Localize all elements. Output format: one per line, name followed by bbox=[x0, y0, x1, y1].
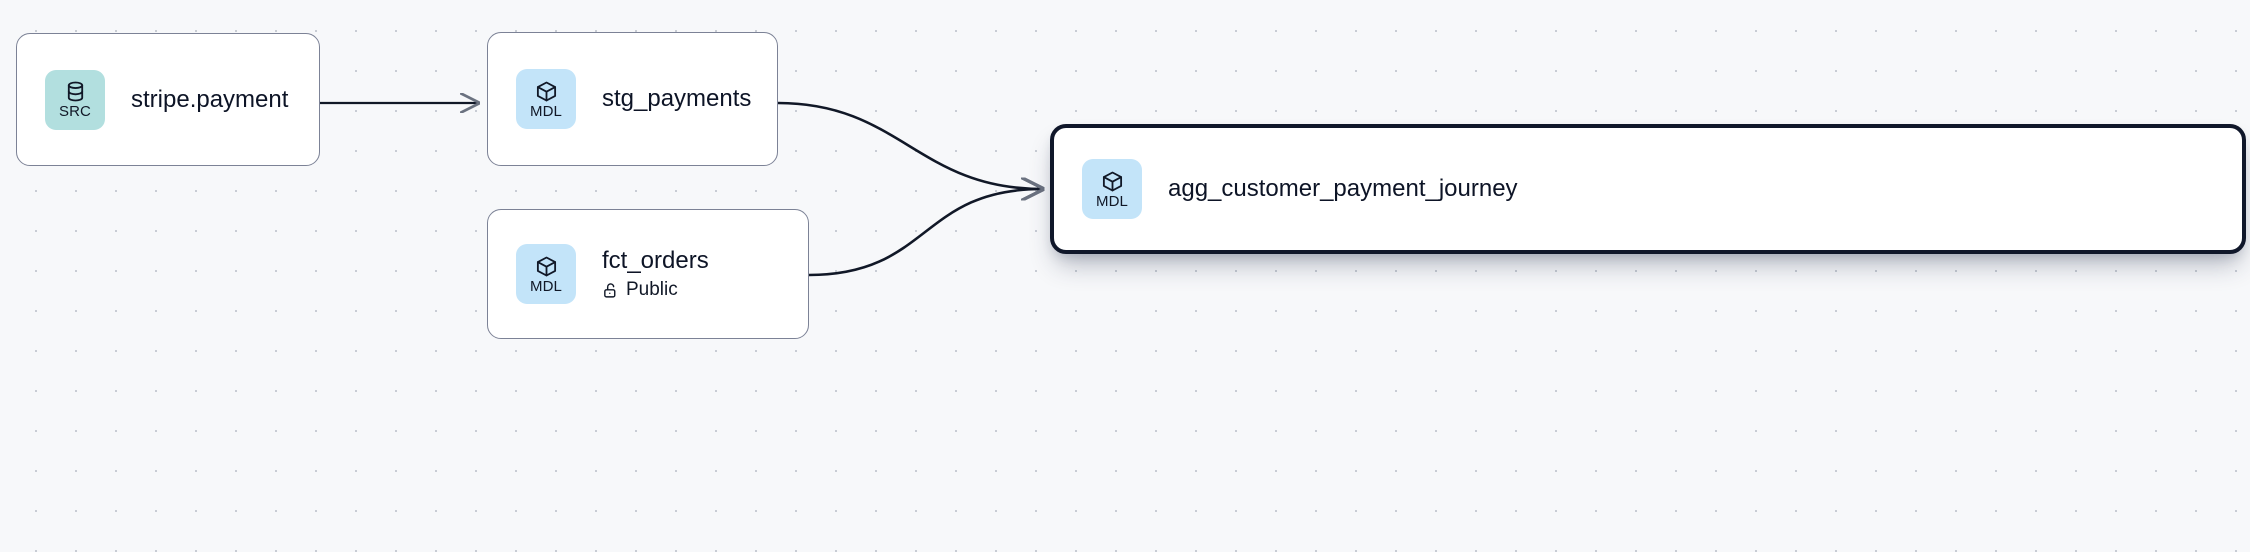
node-stripe-payment[interactable]: SRC stripe.payment bbox=[16, 33, 320, 166]
badge-label: SRC bbox=[59, 103, 91, 120]
badge-mdl: MDL bbox=[516, 244, 576, 304]
unlock-icon bbox=[602, 282, 619, 299]
badge-label: MDL bbox=[1096, 192, 1128, 210]
node-text: stripe.payment bbox=[131, 86, 288, 114]
node-stg-payments[interactable]: MDL stg_payments bbox=[487, 32, 778, 166]
node-text: stg_payments bbox=[602, 85, 751, 113]
cube-icon bbox=[535, 255, 558, 278]
badge-src: SRC bbox=[45, 69, 105, 130]
node-subtitle-label: Public bbox=[626, 279, 678, 300]
node-title: fct_orders bbox=[602, 247, 709, 274]
cube-icon bbox=[1101, 170, 1124, 193]
node-text: agg_customer_payment_journey bbox=[1168, 175, 1518, 203]
cube-icon bbox=[535, 80, 558, 103]
badge-label: MDL bbox=[530, 277, 562, 295]
database-icon bbox=[64, 80, 87, 103]
edge-fct-to-agg bbox=[808, 189, 1042, 277]
node-agg-customer-payment-journey[interactable]: MDL agg_customer_payment_journey bbox=[1050, 124, 2246, 254]
node-title: stripe.payment bbox=[131, 85, 289, 113]
node-subtitle: Public bbox=[602, 279, 709, 301]
node-title: agg_customer_payment_journey bbox=[1168, 175, 1518, 202]
node-title: stg_payments bbox=[602, 85, 752, 112]
badge-label: MDL bbox=[530, 102, 562, 120]
node-text: fct_orders Public bbox=[602, 247, 709, 301]
badge-mdl: MDL bbox=[1082, 159, 1142, 219]
node-fct-orders[interactable]: MDL fct_orders Public bbox=[487, 209, 809, 339]
badge-mdl: MDL bbox=[516, 69, 576, 129]
edge-stg-to-agg bbox=[777, 101, 1042, 189]
